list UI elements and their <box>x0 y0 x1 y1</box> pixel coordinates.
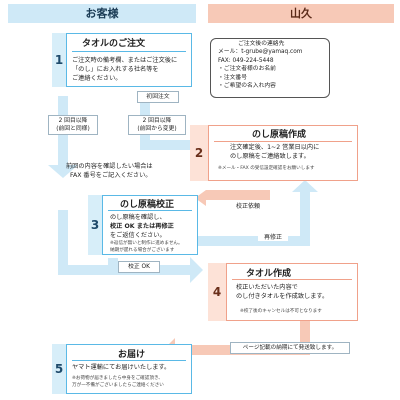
repeat-same-tag: 2 回目以降 (前回と同様) <box>48 115 98 135</box>
step2-box <box>208 125 358 181</box>
contact-info: ご注文後の連絡先 メール：t-grube@yamaq.com FAX: 049-… <box>218 40 302 90</box>
step3-body-line2: 校正 OK または再修正 <box>110 223 174 230</box>
step2-body: 注文確定後、1~2 営業日以内に のし原稿をご連絡致します。 <box>230 143 319 161</box>
company-header: 山久 <box>208 4 394 23</box>
step5-divider <box>72 360 186 361</box>
schedule-tag: ページ記載の納期にて発送致します。 <box>230 342 350 354</box>
step2-number: 2 <box>190 125 208 181</box>
repeat-change-line1: 2 回目以降 <box>142 118 172 124</box>
step1-title: タオルのご注文 <box>82 39 146 49</box>
arrow-step1-down-left <box>48 96 78 178</box>
proof-ok-tag: 校正 OK <box>118 261 160 273</box>
proof-request-label: 校正依頼 <box>230 201 266 210</box>
step1-body: ご注文時の備考欄、またはご注文後に 「のし」にお入れする社名等を ご連絡ください… <box>72 56 177 83</box>
step3-note-line1: ※返信が無いと制作に進めません。 <box>110 241 183 246</box>
step3-body-line3: をご返信ください。 <box>110 232 166 239</box>
step5-box <box>66 344 192 394</box>
step5-title: お届け <box>118 350 146 360</box>
previous-content-line1: 前回の内容を確認したい場合は <box>66 163 153 170</box>
step4-note: ※校了後のキャンセルは不可となります <box>240 309 322 314</box>
step2-divider <box>214 141 352 142</box>
step4-number: 4 <box>208 263 226 321</box>
arrow-step1-to-step2 <box>140 96 203 158</box>
step1-body-line1: ご注文時の備考欄、またはご注文後に <box>72 57 178 64</box>
step5-note-line1: ※お荷物が届きましたら中身をご確認頂き、 <box>72 376 163 381</box>
repeat-same-line2: (前回と同様) <box>56 126 90 132</box>
step5-body: ヤマト運輸にてお届けいたします。 <box>72 364 171 371</box>
arrow-step3-down <box>108 258 118 268</box>
step4-box <box>226 263 358 321</box>
step4-body-line2: のし付きタオルを作成致します。 <box>236 293 329 300</box>
step1-body-line2: 「のし」にお入れする社名等を <box>72 66 159 73</box>
contact-fax: FAX: 049-224-5448 <box>218 57 274 64</box>
step3-body: のし原稿を確認し、 校正 OK または再修正 をご返信ください。 <box>110 213 174 240</box>
step5-number: 5 <box>52 344 66 394</box>
step4-body-line1: 校正いただいた内容で <box>236 284 298 291</box>
step2-title: のし原稿作成 <box>252 130 307 140</box>
arrow-step2-to-step3 <box>195 190 270 206</box>
contact-bubble <box>210 38 330 98</box>
step4-divider <box>232 279 352 280</box>
contact-name-content-item: ・ご希望の名入れ内容 <box>218 83 276 90</box>
repeat-change-line2: (前回から変更) <box>137 126 177 132</box>
previous-content-line2: FAX 番号をご記入ください。 <box>70 172 152 179</box>
step5-note: ※お荷物が届きましたら中身をご確認頂き、 万が一不備がございましたらご連絡くださ… <box>72 375 164 389</box>
re-correct-label: 再修正 <box>258 232 288 241</box>
contact-email: メール：t-grube@yamaq.com <box>218 49 303 56</box>
step2-note: ※メール・FAX の受信設定確認をお願いします <box>218 166 315 171</box>
step3-number: 3 <box>88 195 102 255</box>
step5-note-line2: 万が一不備がございましたらご連絡ください <box>72 383 164 388</box>
step1-body-line3: ご連絡ください。 <box>72 75 122 82</box>
step2-body-line2: のし原稿をご連絡致します。 <box>230 153 310 160</box>
step3-note-line2: 納期が遅れる場合がございます <box>110 248 175 253</box>
contact-order-item: ・注文番号 <box>218 74 247 81</box>
customer-header: お客様 <box>8 4 196 23</box>
contact-heading: ご注文後の連絡先 <box>238 41 285 47</box>
step3-title: のし原稿校正 <box>120 200 175 210</box>
contact-name-item: ・ご注文者様のお名前 <box>218 66 276 73</box>
step1-box <box>66 33 192 87</box>
repeat-change-tag: 2 回目以降 (前回から変更) <box>128 115 186 135</box>
repeat-same-line1: 2 回目以降 <box>58 118 88 124</box>
step3-box <box>102 195 198 255</box>
step3-divider <box>108 210 192 211</box>
step4-body: 校正いただいた内容で のし付きタオルを作成致します。 <box>236 283 328 301</box>
first-order-tag: 初回注文 <box>137 91 179 103</box>
step1-number: 1 <box>52 33 66 87</box>
step2-body-line1: 注文確定後、1~2 営業日以内に <box>230 144 320 151</box>
previous-content-note: 前回の内容を確認したい場合は FAX 番号をご記入ください。 <box>66 162 153 180</box>
step3-body-line1: のし原稿を確認し、 <box>110 214 166 221</box>
step3-note: ※返信が無いと制作に進めません。 納期が遅れる場合がございます <box>110 240 183 254</box>
step4-title: タオル作成 <box>246 269 292 279</box>
step1-divider <box>72 51 186 52</box>
